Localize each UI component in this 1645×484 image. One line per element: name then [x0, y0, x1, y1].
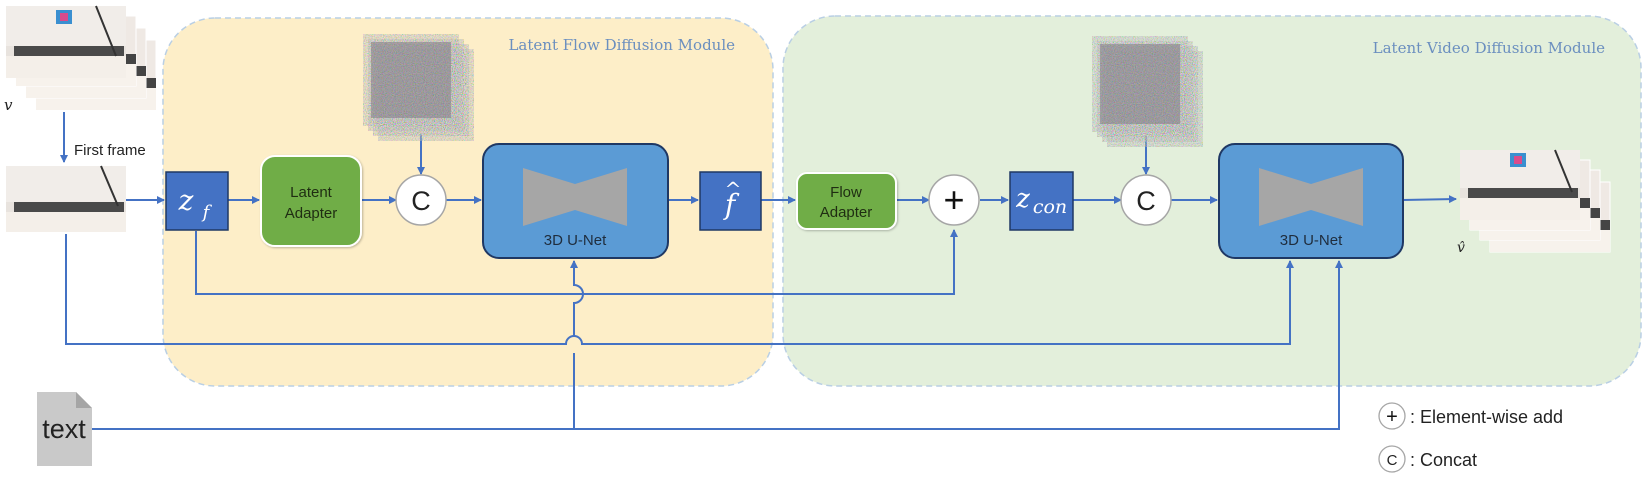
fhat-flow-block: f ^	[699, 171, 762, 231]
add-op-symbol: +	[943, 179, 964, 220]
flow-adapter-block: Flow Adapter	[796, 172, 897, 230]
unet-2-label: 3D U-Net	[1280, 232, 1343, 249]
zcon-latent-block: z con	[1009, 171, 1074, 231]
first-frame-image	[6, 165, 126, 232]
unet-2-shape	[1259, 168, 1363, 226]
text-to-unet1	[574, 261, 584, 428]
zcon-symbol: z	[1015, 184, 1030, 214]
legend-concat-text: : Concat	[1410, 450, 1477, 470]
output-video-symbol: v̂	[1457, 240, 1465, 256]
first-frame-skip-to-unet2	[65, 234, 1294, 345]
unet-1-label: 3D U-Net	[544, 232, 607, 249]
concat-op-2-symbol: C	[1136, 186, 1156, 216]
concat-op-1-symbol: C	[411, 186, 431, 216]
noise-stack-2	[1099, 43, 1196, 140]
concat-op-2: C	[1120, 174, 1172, 226]
unet-1-shape	[523, 168, 627, 226]
legend-add-symbol: +	[1386, 406, 1398, 428]
legend-add-text: : Element-wise add	[1410, 407, 1563, 427]
input-video-stack	[6, 5, 157, 111]
output-video-stack	[1460, 149, 1611, 253]
zf-skip-to-add	[195, 229, 958, 295]
text-document-label: text	[42, 414, 86, 444]
text-line	[92, 260, 1343, 430]
unet-block-1: 3D U-Net	[482, 143, 669, 259]
first-frame-label: First frame	[74, 142, 146, 159]
flow-adapter-line1: Flow	[830, 184, 862, 201]
flow-module-title: Latent Flow Diffusion Module	[508, 36, 735, 54]
legend: + : Element-wise add C : Concat	[1378, 402, 1563, 473]
fhat-accent: ^	[725, 177, 742, 201]
zcon-subscript: con	[1033, 196, 1067, 218]
connectors	[65, 134, 1457, 430]
zf-symbol: z	[178, 184, 194, 217]
unet2-to-output-arrow	[1402, 195, 1457, 204]
text-document-icon: text	[37, 392, 92, 466]
flow-adapter-line2: Adapter	[820, 204, 873, 221]
unet-block-2: 3D U-Net	[1218, 143, 1404, 259]
latent-flow-diffusion-module	[162, 17, 774, 387]
zf-latent-block: z f	[165, 171, 229, 231]
legend-concat-icon	[1378, 445, 1406, 473]
noise-stack-1	[370, 41, 467, 134]
add-op: +	[928, 174, 980, 226]
latent-adapter-line2: Adapter	[285, 205, 338, 222]
latent-adapter-block: Latent Adapter	[260, 155, 362, 247]
input-video-symbol: v	[4, 96, 13, 114]
latent-adapter-line1: Latent	[290, 184, 333, 201]
legend-concat-symbol: C	[1387, 452, 1398, 469]
video-module-title: Latent Video Diffusion Module	[1373, 39, 1605, 57]
legend-add-icon	[1378, 402, 1406, 430]
concat-op-1: C	[395, 174, 447, 226]
